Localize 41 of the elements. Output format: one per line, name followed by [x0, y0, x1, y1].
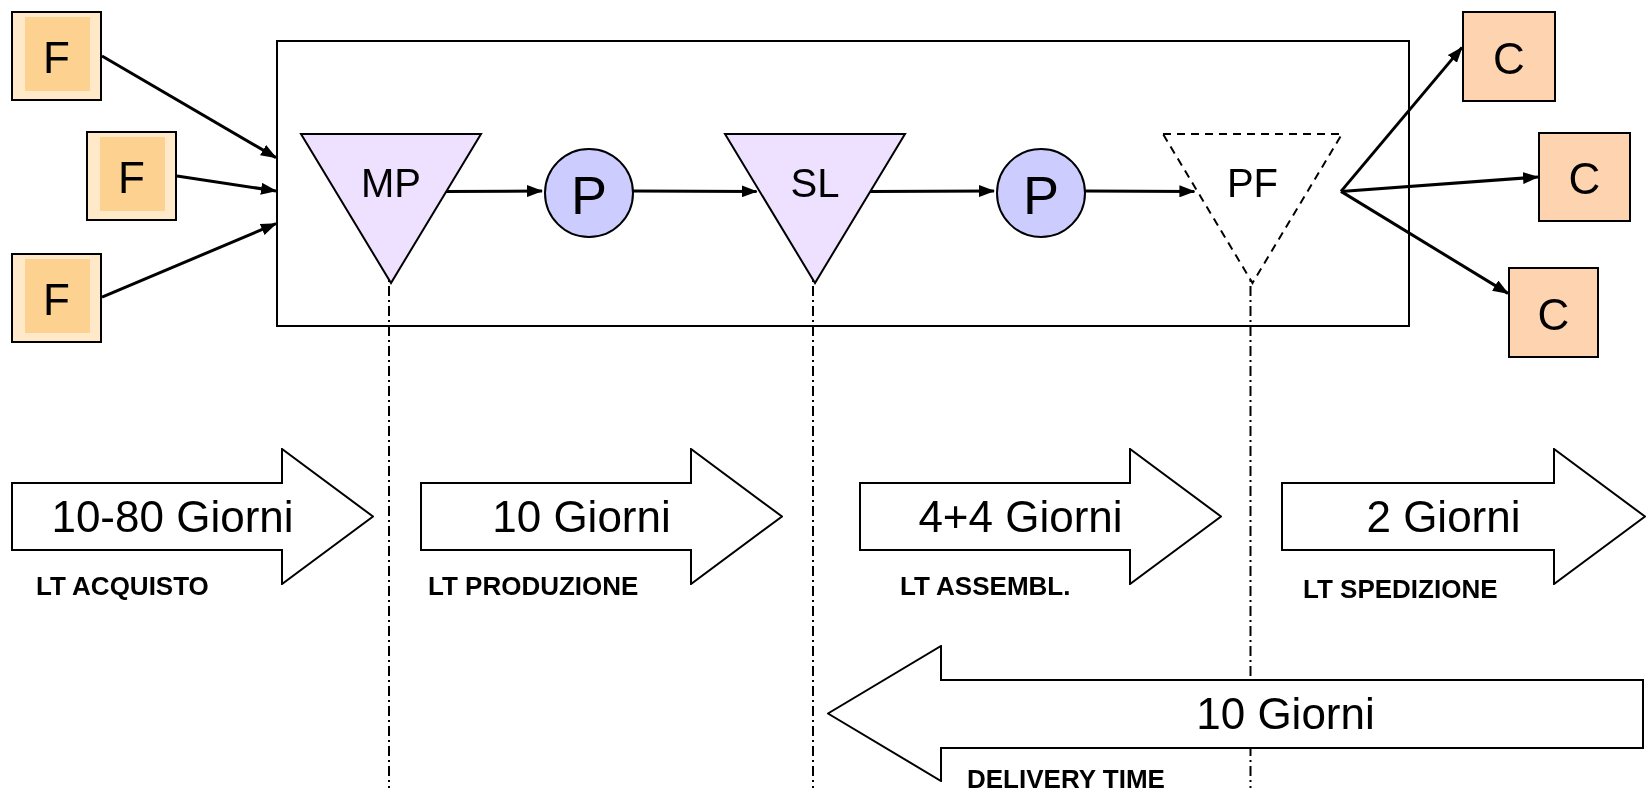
node-label: C: [1567, 157, 1602, 201]
arrow: [632, 185, 758, 198]
customer-box: [1538, 132, 1631, 222]
lead-time-caption: LT ACQUISTO: [36, 573, 209, 599]
process-frame: [276, 40, 1410, 327]
node-label: C: [1536, 292, 1571, 337]
supplier-box: [11, 11, 102, 101]
arrow: [101, 54, 277, 159]
node-label: P: [1022, 168, 1060, 222]
node-label: 10 Giorni: [491, 494, 672, 539]
node-label: C: [1492, 36, 1526, 81]
stock-triangle: [724, 133, 906, 284]
node-label: F: [117, 156, 146, 200]
node-label: F: [42, 36, 71, 80]
arrow: [445, 185, 543, 198]
node-label: 10 Giorni: [1195, 691, 1376, 736]
arrow: [101, 222, 277, 299]
arrow: [176, 174, 277, 195]
node-label: 10-80 Giorni: [50, 494, 295, 539]
customer-box: [1508, 267, 1599, 358]
node-label: SL: [789, 162, 841, 203]
lead-time-caption: LT PRODUZIONE: [428, 573, 639, 599]
node-label: MP: [360, 162, 422, 203]
node-label: 2 Giorni: [1365, 494, 1522, 539]
arrow: [1340, 190, 1509, 295]
arrow: [1340, 172, 1539, 193]
node-label: PF: [1225, 162, 1280, 203]
node-label: P: [570, 168, 608, 222]
lead-time-caption: LT ASSEMBL.: [900, 573, 1071, 599]
arrow: [1084, 185, 1196, 198]
supplier-box: [11, 253, 102, 343]
arrow: [1339, 46, 1464, 193]
lead-time-caption: DELIVERY TIME: [967, 766, 1165, 792]
lead-time-caption: LT SPEDIZIONE: [1303, 576, 1498, 602]
arrow: [869, 185, 995, 198]
stock-triangle: [1162, 133, 1343, 284]
customer-box: [1462, 11, 1556, 102]
stock-triangle: [300, 133, 482, 284]
supplier-box: [86, 131, 177, 221]
node-label: 4+4 Giorni: [917, 494, 1124, 539]
node-label: F: [42, 278, 71, 322]
